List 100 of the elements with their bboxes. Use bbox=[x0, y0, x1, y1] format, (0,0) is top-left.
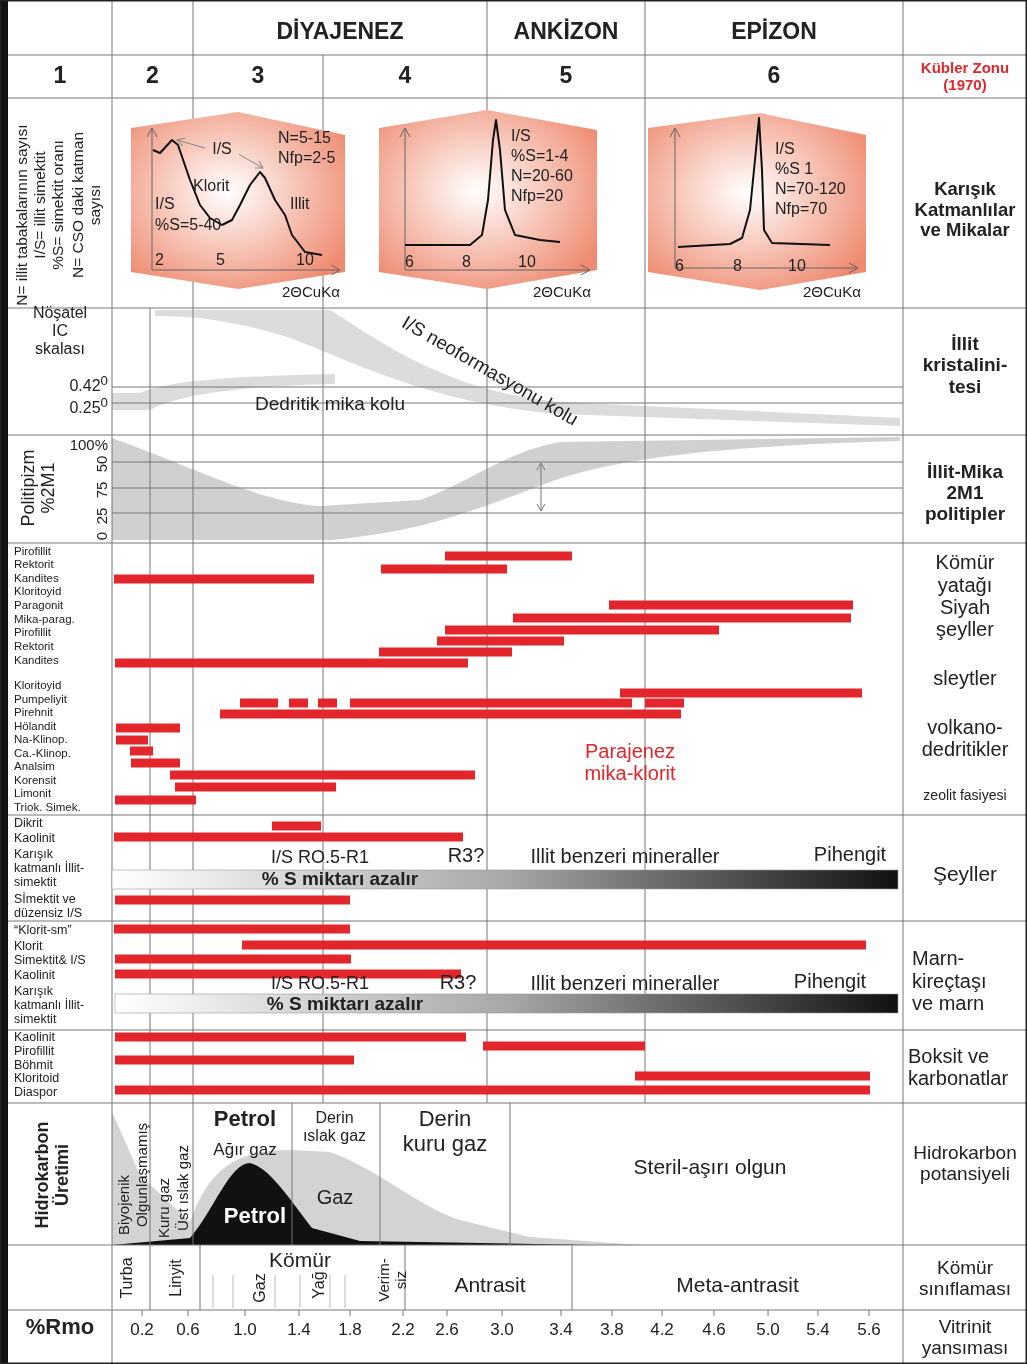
coal-rank-label: Linyit bbox=[167, 1259, 185, 1297]
axis-tick: 1.4 bbox=[287, 1320, 311, 1340]
mineral-name: Mika-parag. bbox=[14, 612, 75, 626]
row-heading: Politipizm %2M1 bbox=[17, 448, 59, 529]
mineral-name: Rektorit bbox=[14, 557, 54, 571]
coal-rank-label: Turba bbox=[118, 1257, 136, 1299]
zone-label: Petrol bbox=[223, 1203, 287, 1229]
axis-tick: 5.6 bbox=[857, 1320, 881, 1340]
zone-heading: DİYAJENEZ bbox=[276, 19, 404, 45]
mineral-name: Kaolinit bbox=[14, 967, 55, 982]
pattern-annotation: %S=1-4 bbox=[511, 148, 569, 164]
pattern-annotation: N=20-60 bbox=[511, 168, 573, 184]
coal-rank-label: Verim- siz bbox=[376, 1257, 410, 1304]
abbreviation-note: N= CSO daki katman sayısı bbox=[68, 131, 104, 280]
pattern-annotation: N=5-15 bbox=[278, 130, 331, 146]
zone-label: Petrol bbox=[213, 1106, 277, 1132]
mineral-name: Hölandit bbox=[14, 719, 57, 733]
axis-tick: 0.6 bbox=[176, 1320, 200, 1340]
pattern-annotation: Klorit bbox=[193, 178, 230, 194]
column-number: 4 bbox=[398, 63, 412, 89]
bar-caption: % S miktarı azalır bbox=[266, 993, 424, 1015]
trend-label: Dedritik mika kolu bbox=[255, 393, 405, 415]
axis-tick: 2.2 bbox=[391, 1320, 415, 1340]
scale-value: 25 bbox=[93, 507, 111, 525]
coal-rank-label: Antrasit bbox=[454, 1273, 526, 1297]
coal-rank-label: Kömür bbox=[269, 1248, 331, 1272]
mineral-name: Kloritoyid bbox=[14, 678, 62, 692]
mineral-name: Diaspor bbox=[14, 1085, 58, 1099]
scale-value: 75 bbox=[93, 481, 111, 499]
axis-tick: 6 bbox=[675, 258, 684, 274]
axis-label: 2ΘCuKα bbox=[803, 284, 861, 299]
mineral-name: Kloritoyid bbox=[14, 584, 62, 598]
zone-label: Steril-aşırı olgun bbox=[633, 1155, 787, 1179]
coal-rank-label: Gaz bbox=[251, 1273, 269, 1303]
column-number: 1 bbox=[53, 63, 67, 89]
axis-tick: 8 bbox=[462, 254, 471, 270]
leader-arrow bbox=[238, 153, 264, 169]
mineral-name: Rektorit bbox=[14, 639, 54, 653]
axis-tick: 2 bbox=[155, 252, 164, 268]
axis-tick: 5.0 bbox=[756, 1320, 780, 1340]
mineral-name: Böhmit bbox=[14, 1058, 53, 1072]
reference-heading: Kübler Zonu (1970) bbox=[919, 60, 1011, 94]
axis-tick: 5.4 bbox=[806, 1320, 830, 1340]
maturity-label: Olgunlaşmamış bbox=[132, 1122, 150, 1228]
row-heading: İllit kristalini- tesi bbox=[921, 333, 1009, 397]
rock-type-label: Boksit ve karbonatlar bbox=[908, 1044, 1010, 1090]
axis-label: 2ΘCuKα bbox=[533, 284, 591, 299]
pattern-annotation: I/S bbox=[511, 128, 531, 144]
coal-rank-label: Meta-antrasit bbox=[676, 1273, 799, 1297]
mineral-name: Kandites bbox=[14, 653, 59, 667]
row-heading: Kömür sınıflaması bbox=[918, 1256, 1012, 1300]
mineral-name: Paragonit bbox=[14, 598, 64, 612]
abbreviation-note: N= illit tabakalarının sayısı bbox=[13, 124, 31, 306]
column-number: 5 bbox=[559, 63, 573, 89]
zone-label: Gaz bbox=[316, 1185, 354, 1209]
scale-value: 0.42$^{0}$ bbox=[69, 374, 108, 396]
axis-tick: 0.2 bbox=[130, 1320, 154, 1340]
zone-label: Ağır gaz bbox=[213, 1140, 277, 1160]
scale-value: 100% bbox=[69, 436, 108, 454]
pattern-annotation: Nfp=2-5 bbox=[278, 150, 336, 166]
pattern-annotation: I/S bbox=[775, 141, 795, 157]
axis-tick: 10 bbox=[788, 258, 806, 274]
axis-tick: 10 bbox=[296, 252, 314, 268]
trend-label: Pihengit bbox=[793, 969, 867, 993]
maturity-label: Biyojenik bbox=[115, 1175, 133, 1235]
axis-tick: 6 bbox=[405, 254, 414, 270]
scale-value: 0.25$^{0}$ bbox=[69, 396, 108, 418]
trend-label: Illit benzeri mineraller bbox=[530, 844, 720, 868]
rock-type-label: zeolit fasiyesi bbox=[923, 788, 1007, 804]
axis-tick: 3.4 bbox=[549, 1320, 573, 1340]
mineral-name: Pirofillit bbox=[14, 544, 52, 558]
zone-label: Derin ıslak gaz bbox=[301, 1109, 368, 1145]
mineral-name: Kaolinit bbox=[14, 1030, 55, 1044]
axis-title: %Rmo bbox=[25, 1314, 95, 1340]
mineral-name: Pirofillit bbox=[14, 625, 52, 639]
leader-arrow bbox=[176, 137, 206, 149]
mineral-name: Triok. Simek. bbox=[14, 800, 81, 814]
axis-label: 2ΘCuKα bbox=[282, 284, 340, 299]
column-number: 6 bbox=[767, 63, 781, 89]
axis-tick: 4.2 bbox=[650, 1320, 674, 1340]
mineral-name: Ca.-Klinop. bbox=[14, 746, 71, 760]
zone-heading: ANKİZON bbox=[513, 19, 619, 45]
axis-tick: 3.0 bbox=[490, 1320, 514, 1340]
mineral-name: Pirofillit bbox=[14, 1044, 55, 1058]
mineral-name: Klorit bbox=[14, 938, 43, 953]
mineral-name: Na-Klinop. bbox=[14, 732, 68, 746]
mineral-name: Dikrit bbox=[14, 815, 43, 830]
row-heading: Vitrinit yansıması bbox=[920, 1315, 1010, 1359]
scale-label: Nöşatel IC skalası bbox=[31, 304, 89, 358]
pattern-annotation: Nfp=20 bbox=[511, 188, 564, 204]
axis-tick: 2.6 bbox=[435, 1320, 459, 1340]
axis-tick: 10 bbox=[518, 254, 536, 270]
abbreviation-note: I/S= illit simektit bbox=[31, 151, 49, 259]
row-heading: İllit-Mika 2M1 politipler bbox=[923, 460, 1007, 525]
ordering-label: I/S RO.5-R1 bbox=[271, 972, 369, 994]
mineral-name: Pirehnit bbox=[14, 705, 53, 719]
scale-value: 0 bbox=[93, 531, 111, 541]
pattern-annotation: Nfp=70 bbox=[775, 201, 828, 217]
zone-heading: EPİZON bbox=[731, 19, 817, 45]
abbreviation-note: %S= simektit oranı bbox=[49, 140, 67, 270]
